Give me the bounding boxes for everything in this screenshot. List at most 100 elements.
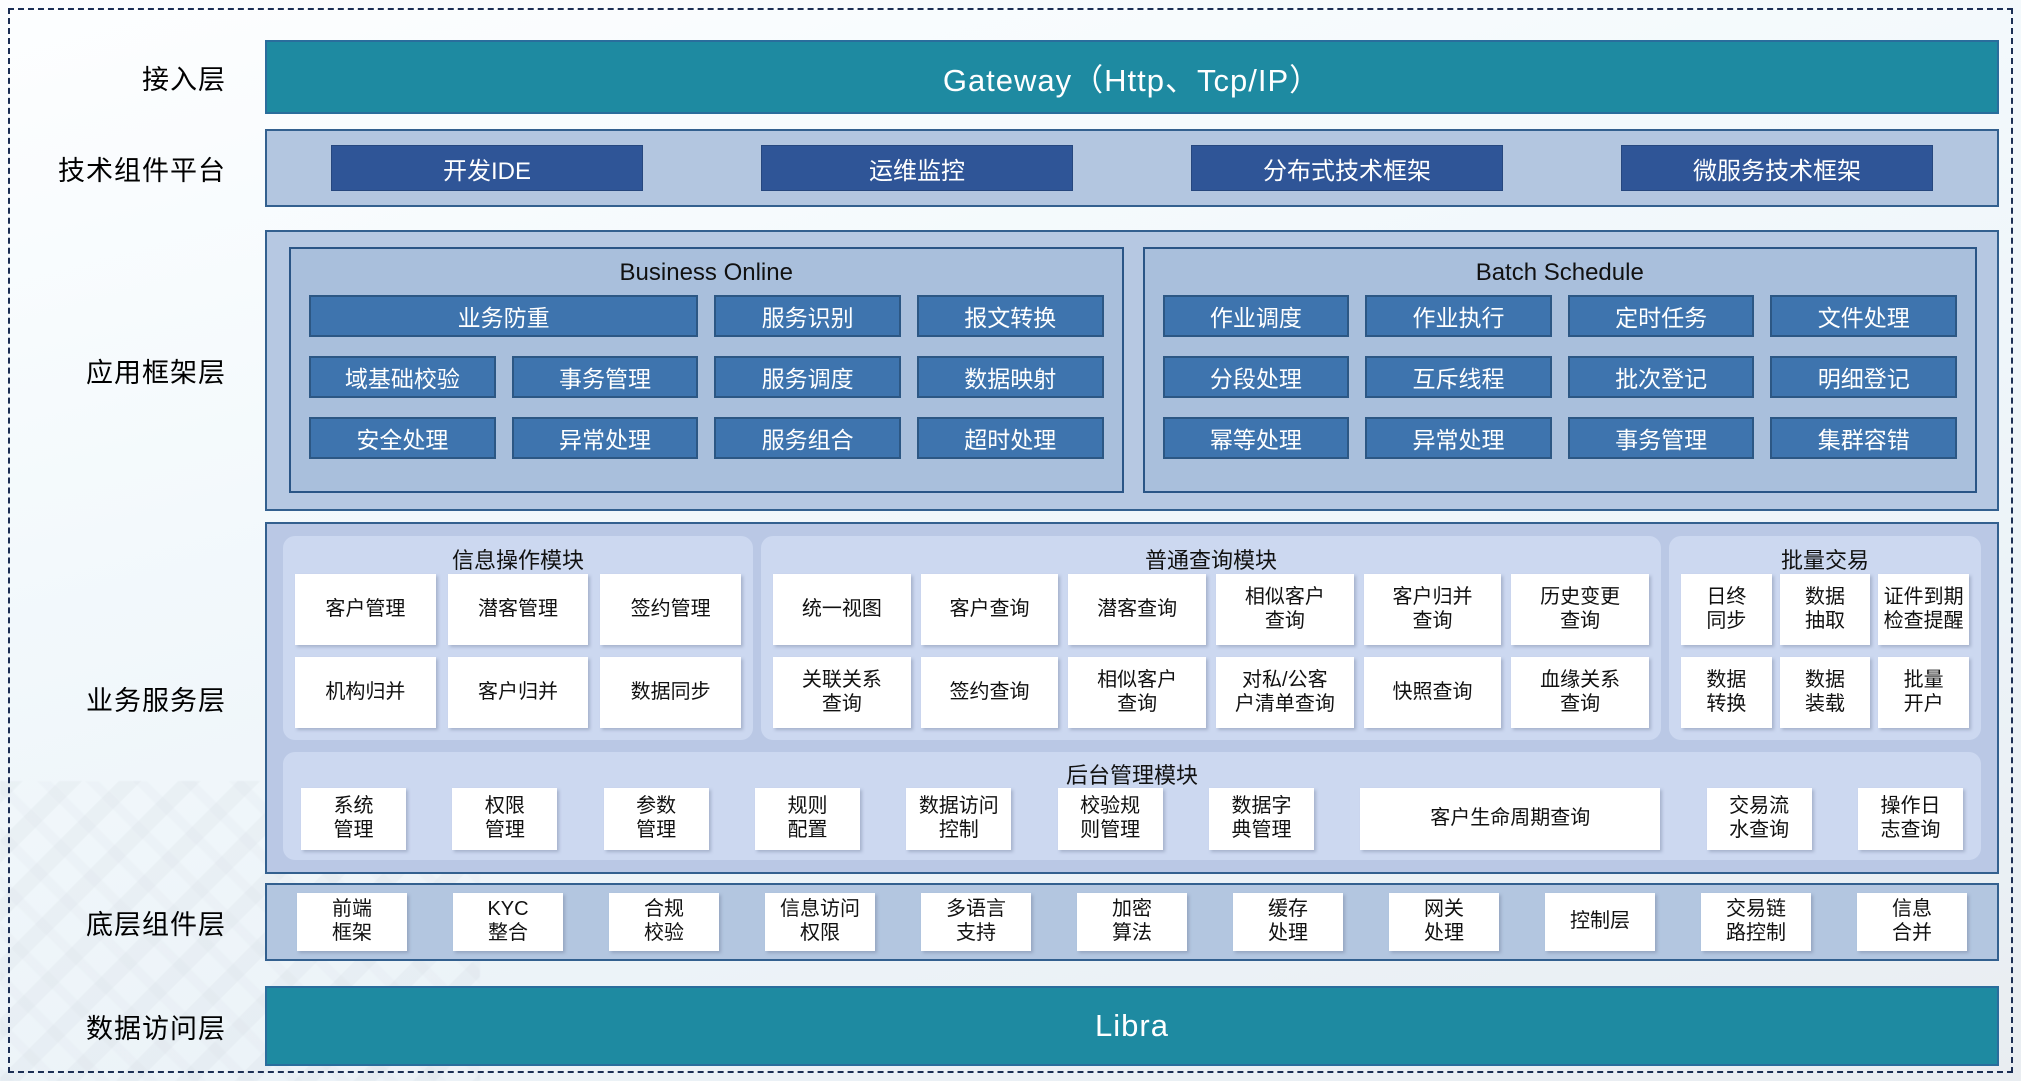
admin-module: 后台管理模块 系统 管理 权限 管理 参数 管理 规则 配置 数据访问 控制 校…: [283, 752, 1981, 860]
component-card: 缓存 处理: [1233, 893, 1343, 951]
bo-block: 超时处理: [916, 417, 1104, 459]
data-access-bar: Libra: [265, 986, 1999, 1066]
service-card: 统一视图: [773, 574, 911, 645]
bo-block: 安全处理: [309, 417, 496, 459]
base-components-band: 前端 框架 KYC 整合 合规 校验 信息访问 权限 多语言 支持 加密 算法 …: [265, 883, 1999, 961]
bs-block: 定时任务: [1567, 295, 1755, 337]
tech-block-dev-ide: 开发IDE: [331, 145, 643, 191]
service-card: 数据访问 控制: [906, 788, 1012, 850]
bo-block: 服务组合: [714, 417, 901, 459]
common-query-module: 普通查询模块 统一视图 客户查询 潜客查询 相似客户 查询 客户归并 查询 历史…: [761, 536, 1661, 740]
layer-label-business-service: 业务服务层: [86, 685, 226, 716]
info-operation-grid: 客户管理 潜客管理 签约管理 机构归并 客户归并 数据同步: [295, 574, 741, 728]
service-card: 对私/公客 户清单查询: [1216, 657, 1354, 728]
bs-block: 作业调度: [1162, 295, 1350, 337]
bs-block: 作业执行: [1365, 295, 1552, 337]
bs-block: 异常处理: [1365, 417, 1552, 459]
service-card: 参数 管理: [603, 788, 709, 850]
service-card: 潜客查询: [1068, 574, 1206, 645]
batch-schedule-title: Batch Schedule: [1475, 259, 1644, 286]
bo-block: 事务管理: [511, 356, 699, 398]
service-card: 证件到期 检查提醒: [1878, 574, 1969, 645]
service-card: 数据 装载: [1779, 657, 1871, 728]
bo-block: 服务识别: [714, 295, 901, 337]
component-card: 信息 合并: [1857, 893, 1967, 951]
bs-block: 集群容错: [1770, 417, 1957, 459]
bo-block: 报文转换: [916, 295, 1104, 337]
service-card: 客户生命周期查询: [1360, 788, 1661, 850]
component-card: 信息访问 权限: [765, 893, 875, 951]
service-card: 系统 管理: [301, 788, 406, 850]
component-card: KYC 整合: [453, 893, 563, 951]
service-card: 日终 同步: [1681, 574, 1772, 645]
layer-label-data-access: 数据访问层: [86, 1013, 226, 1044]
component-card: 网关 处理: [1389, 893, 1499, 951]
batch-trade-grid: 日终 同步 数据 抽取 证件到期 检查提醒 数据 转换 数据 装载 批量 开户: [1681, 574, 1969, 728]
layer-label-access: 接入层: [142, 64, 226, 95]
batch-trade-title: 批量交易: [1780, 548, 1869, 573]
service-card: 关联关系 查询: [773, 657, 911, 728]
batch-schedule-box: Batch Schedule 作业调度 作业执行 定时任务 文件处理 分段处理 …: [1142, 247, 1977, 493]
bo-block: 域基础校验: [309, 356, 496, 398]
service-card: 历史变更 查询: [1511, 574, 1649, 645]
admin-module-title: 后台管理模块: [1065, 763, 1198, 788]
bs-block: 事务管理: [1567, 417, 1755, 459]
component-card: 控制层: [1545, 893, 1655, 951]
service-card: 交易流 水查询: [1706, 788, 1812, 850]
service-card: 数据同步: [600, 657, 741, 728]
component-card: 交易链 路控制: [1701, 893, 1811, 951]
bs-block: 明细登记: [1770, 356, 1957, 398]
service-card: 潜客管理: [447, 574, 589, 645]
bo-block: 数据映射: [916, 356, 1104, 398]
service-card: 签约管理: [600, 574, 741, 645]
service-card: 客户归并: [447, 657, 589, 728]
service-card: 相似客户 查询: [1216, 574, 1354, 645]
service-card: 客户归并 查询: [1363, 574, 1502, 645]
service-card: 规则 配置: [754, 788, 860, 850]
service-card: 操作日 志查询: [1857, 788, 1963, 850]
service-card: 校验规 则管理: [1057, 788, 1163, 850]
component-card: 前端 框架: [297, 893, 407, 951]
tech-platform-band: 开发IDE 运维监控 分布式技术框架 微服务技术框架: [265, 129, 1999, 207]
bo-block: 异常处理: [511, 417, 699, 459]
component-card: 加密 算法: [1077, 893, 1187, 951]
gateway-bar: Gateway（Http、Tcp/IP）: [265, 40, 1999, 114]
bo-block: 业务防重: [309, 295, 699, 337]
service-card: 签约查询: [920, 657, 1059, 728]
info-operation-module: 信息操作模块 客户管理 潜客管理 签约管理 机构归并 客户归并 数据同步: [283, 536, 753, 740]
component-card: 合规 校验: [609, 893, 719, 951]
business-service-top-row: 信息操作模块 客户管理 潜客管理 签约管理 机构归并 客户归并 数据同步 普通查…: [283, 536, 1981, 740]
business-online-box: Business Online 业务防重 服务识别 报文转换 域基础校验 事务管…: [289, 247, 1124, 493]
app-framework-band: Business Online 业务防重 服务识别 报文转换 域基础校验 事务管…: [265, 230, 1999, 511]
tech-block-distributed-framework: 分布式技术框架: [1191, 145, 1503, 191]
layer-label-base-components: 底层组件层: [86, 909, 226, 940]
bs-block: 幂等处理: [1162, 417, 1350, 459]
business-service-band: 信息操作模块 客户管理 潜客管理 签约管理 机构归并 客户归并 数据同步 普通查…: [265, 522, 1999, 874]
service-card: 机构归并: [295, 657, 436, 728]
tech-block-microservice-framework: 微服务技术框架: [1621, 145, 1933, 191]
common-query-title: 普通查询模块: [1144, 548, 1277, 573]
data-access-title: Libra: [1095, 1008, 1169, 1043]
admin-module-row: 系统 管理 权限 管理 参数 管理 规则 配置 数据访问 控制 校验规 则管理 …: [295, 788, 1969, 850]
business-online-grid: 业务防重 服务识别 报文转换 域基础校验 事务管理 服务调度 数据映射 安全处理…: [309, 295, 1104, 459]
layer-label-tech-platform: 技术组件平台: [58, 155, 226, 186]
bs-block: 文件处理: [1770, 295, 1957, 337]
gateway-title: Gateway（Http、Tcp/IP）: [942, 62, 1322, 98]
service-card: 权限 管理: [452, 788, 558, 850]
bs-block: 互斥线程: [1365, 356, 1552, 398]
layer-label-app-framework: 应用框架层: [86, 358, 226, 388]
service-card: 相似客户 查询: [1068, 657, 1206, 728]
bs-block: 批次登记: [1567, 356, 1755, 398]
service-card: 血缘关系 查询: [1511, 657, 1649, 728]
info-operation-title: 信息操作模块: [451, 548, 584, 573]
service-card: 客户管理: [295, 574, 436, 645]
service-card: 数据字 典管理: [1208, 788, 1314, 850]
service-card: 快照查询: [1363, 657, 1502, 728]
service-card: 数据 抽取: [1779, 574, 1871, 645]
business-online-title: Business Online: [619, 259, 793, 286]
service-card: 批量 开户: [1878, 657, 1969, 728]
batch-trade-module: 批量交易 日终 同步 数据 抽取 证件到期 检查提醒 数据 转换 数据 装载 批…: [1669, 536, 1981, 740]
bo-block: 服务调度: [714, 356, 901, 398]
service-card: 数据 转换: [1681, 657, 1772, 728]
